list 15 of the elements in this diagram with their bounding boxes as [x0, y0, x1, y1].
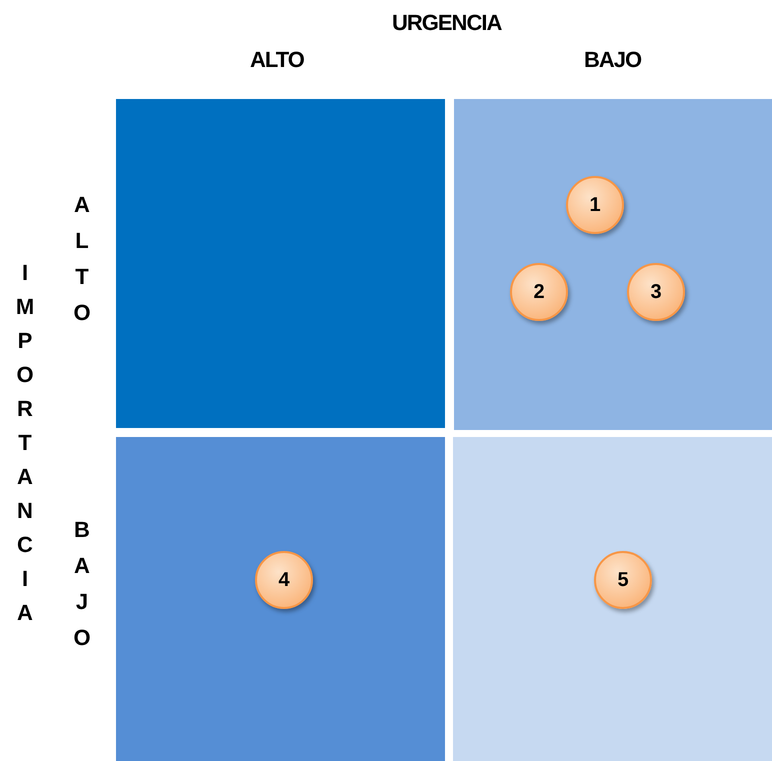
numbered-marker: 5	[594, 551, 652, 609]
row-header: ALTO	[72, 191, 92, 327]
row-header: BAJO	[72, 516, 92, 652]
matrix-quadrant	[116, 99, 445, 428]
numbered-marker: 1	[566, 176, 624, 234]
matrix-quadrant	[116, 437, 445, 761]
column-header: BAJO	[584, 47, 642, 73]
axis-title: URGENCIA	[392, 10, 502, 36]
numbered-marker: 2	[510, 263, 568, 321]
matrix-quadrant	[454, 99, 772, 430]
numbered-marker: 4	[255, 551, 313, 609]
matrix-quadrant	[453, 437, 772, 761]
numbered-marker: 3	[627, 263, 685, 321]
axis-title: IMPORTANCIA	[14, 259, 36, 627]
column-header: ALTO	[250, 47, 304, 73]
